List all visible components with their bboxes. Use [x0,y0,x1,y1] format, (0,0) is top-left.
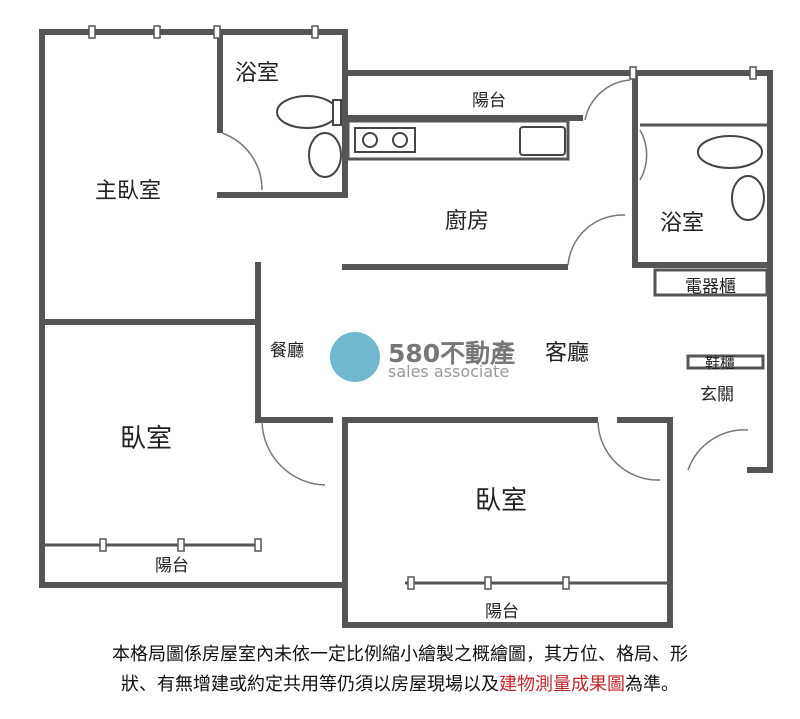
door-kitchen [567,214,626,266]
appliance-cabinet [653,268,769,297]
disclaimer-line1: 本格局圖係房屋室內未依一定比例縮小繪製之概繪圖，其方位、格局、形 [112,644,688,665]
disclaimer-line2-post: 為準。 [625,674,679,695]
toilet-right [697,135,763,169]
kitchen-sink [519,126,566,156]
disclaimer-line2-pre: 狀、有無增建或約定共用等仍須以房屋現場以及 [121,674,499,695]
label-bath-left: 浴室 [235,61,280,86]
wall-kitchen-right [632,70,773,268]
toilet-left [276,95,338,129]
label-bath-right: 浴室 [660,211,705,236]
shoe-cabinet [686,354,765,370]
label-balcony-bottom: 陽台 [485,602,519,622]
door-bedroom-right [597,421,661,481]
wall-left-bottom [255,417,673,628]
floor-plan [39,25,773,628]
disclaimer-highlight: 建物測量成果圖 [499,674,625,695]
watermark-logo-icon [330,332,380,382]
label-appliance-cabinet: 電器櫃 [685,277,736,297]
wall-outer [39,29,773,473]
label-bedroom-left: 臥室 [120,424,173,454]
label-entrance: 玄關 [700,385,734,405]
label-balcony-top: 陽台 [472,91,506,111]
label-living: 客廳 [545,341,590,366]
wall-left [39,29,258,588]
label-dining: 餐廳 [270,341,304,361]
wall-bath-bottom [217,70,348,198]
door-balcony [584,79,631,121]
wall-dining-left [255,262,333,423]
label-master-bedroom: 主臥室 [95,179,162,204]
watermark-tagline: sales associate [388,362,510,381]
door-entrance [687,429,749,471]
watermark-brand: 580不動產 [388,339,516,368]
label-kitchen: 廚房 [445,209,490,234]
sink-left [308,132,342,178]
disclaimer-line2: 狀、有無增建或約定共用等仍須以房屋現場以及建物測量成果圖為準。 [20,670,780,700]
label-balcony-left: 陽台 [155,556,189,576]
label-shoe-cabinet: 鞋櫃 [705,354,736,372]
door-bedroom-left [261,421,326,486]
disclaimer: 本格局圖係房屋室內未依一定比例縮小繪製之概繪圖，其方位、格局、形 狀、有無增建或… [20,640,780,700]
door-bath-left [221,132,263,191]
door-bath-right [639,129,648,181]
label-bedroom-right: 臥室 [475,486,528,516]
sink-right [731,175,765,221]
kitchen-counter [346,119,570,161]
